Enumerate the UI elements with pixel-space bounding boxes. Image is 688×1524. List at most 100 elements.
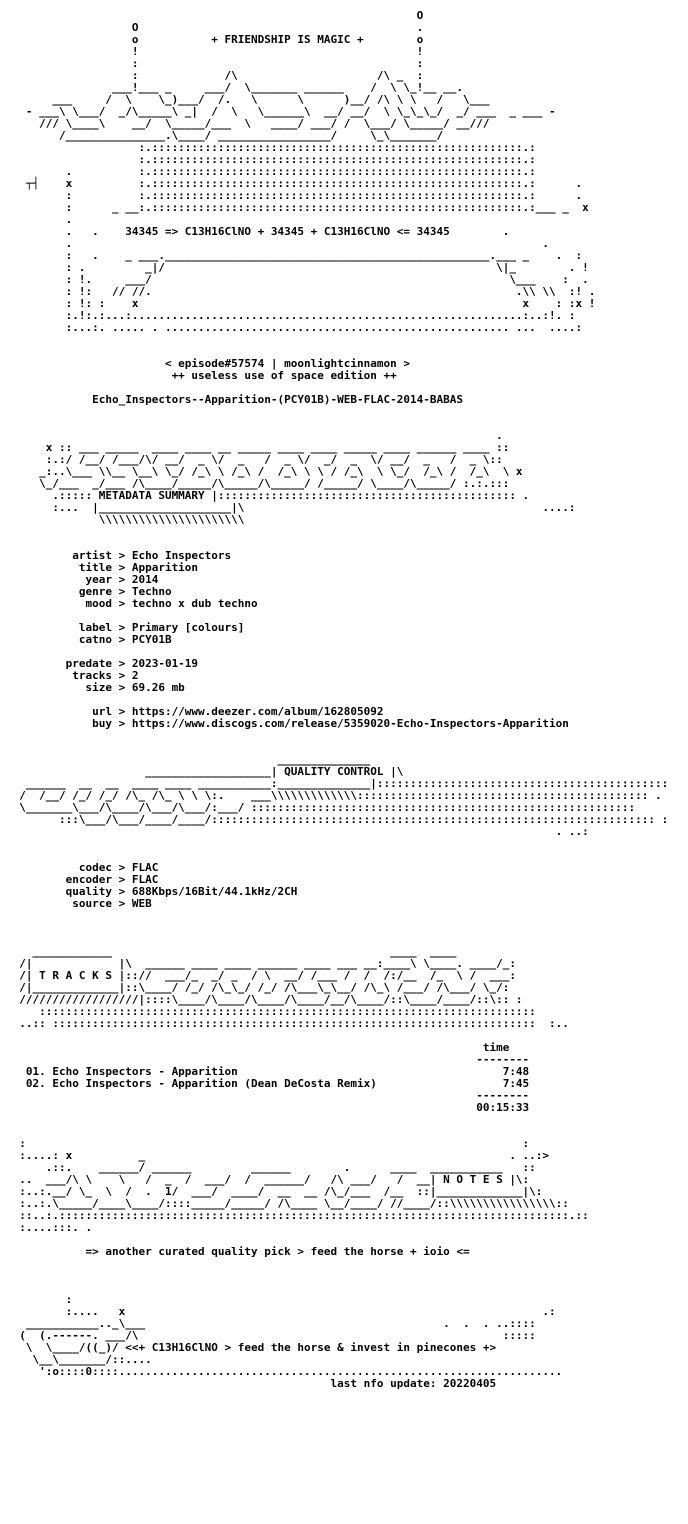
nfo-line [6,730,668,742]
nfo-line: \_/___ _/___ /\____/_____/\_____/\_____/… [6,477,510,490]
nfo-line [6,526,668,538]
nfo-line: ___!___ _ ___/ \_______ ______ / \ \_!__… [6,81,463,94]
nfo-line: predate > 2023-01-19 [6,657,199,670]
nfo-line: : !: // //. .\\ \\ :! . [6,285,596,298]
nfo-line [6,1258,668,1270]
nfo-line: codec > FLAC [6,861,159,874]
nfo-line: : :.::::::::::::::::::::::::::::::::::::… [6,189,583,202]
nfo-line: catno > PCY01B [6,633,172,646]
nfo-line: ___ / \ \_)___/ /. \ \ )__/ /\ \ \ / \__… [6,93,490,106]
nfo-line: ..:: :::::::::::::::::::::::::::::::::::… [6,1017,569,1030]
nfo-line: ┬┤ x :.:::::::::::::::::::::::::::::::::… [6,177,583,190]
nfo-line: :...:. ..... . .........................… [6,321,583,334]
nfo-line: ++ useless use of space edition ++ [6,369,397,382]
nfo-line: :.::::::::::::::::::::::::::::::::::::::… [6,141,536,154]
nfo-line: url > https://www.deezer.com/album/16280… [6,705,384,718]
nfo-line: :... |____________________|\ ....: [6,501,576,514]
nfo-line: o + FRIENDSHIP IS MAGIC + o [6,33,424,46]
nfo-line: title > Apparition [6,561,199,574]
nfo-line: ':o::::0::::............................… [6,1365,563,1378]
nfo-line [6,1270,668,1282]
nfo-line: . [6,429,503,442]
nfo-line: \\\\\\\\\\\\\\\\\\\\\\ [6,513,245,526]
nfo-line: ____________ ____ ____ [6,945,457,958]
nfo-line: . . 34345 => C13H16ClNO + 34345 + C13H16… [6,225,510,238]
nfo-line: artist > Echo Inspectors [6,549,232,562]
nfo-line: . :.::::::::::::::::::::::::::::::::::::… [6,165,536,178]
nfo-line: :.!:.:...:..............................… [6,309,576,322]
nfo-line: quality > 688Kbps/16Bit/44.1kHz/2CH [6,885,298,898]
nfo-line: Echo_Inspectors--Apparition-(PCY01B)-WEB… [6,393,463,406]
nfo-line: . [6,213,73,226]
nfo-line [6,406,668,418]
nfo-line: /| |\ ______ ____ ____ ______ ____ ___ _… [6,957,516,970]
nfo-line: source > WEB [6,897,152,910]
nfo-line: ______ __ __ ____ ____ ___________:_____… [6,777,669,790]
nfo-line [6,1282,668,1294]
nfo-line: x :: ___ _____ ____ ____ __ _____ ____ _… [6,441,516,454]
nfo-line: /_______________.\____/ ________________… [6,129,444,142]
nfo-line: /// \____\ __/ \_____/___ \ ____/ ___/ /… [6,117,490,130]
nfo-line: _:..\___ \\__ \__\ \_/ /_\ \ /_\ / /_\ \… [6,465,523,478]
nfo-line: mood > techno x dub techno [6,597,258,610]
nfo-line: :.... x .: [6,1305,556,1318]
nfo-line: .. ___/\ \ \ / _ / ___/ / ______/ /\ ___… [6,1173,530,1186]
nfo-line: .::. ______/ ______ ______ . ____ ______… [6,1161,536,1174]
nfo-line: => another curated quality pick > feed t… [6,1245,470,1258]
nfo-line: ___________.._\___ . . . ..:::: [6,1317,536,1330]
nfo-line: ______________ [6,753,371,766]
nfo-line: O [6,9,424,22]
nfo-line: /|_____________|::\____/ /_/ /\_\_/ /_/ … [6,981,510,994]
nfo-line: O . [6,21,424,34]
nfo-line: : !: : x x : :x ! [6,297,596,310]
nfo-line: \__\_______/::.... [6,1353,152,1366]
nfo-line: -------- [6,1053,530,1066]
nfo-line: year > 2014 [6,573,159,586]
nfo-line: . . [6,237,550,250]
nfo-line: : !. ___/ \___ : . [6,273,589,286]
nfo-line: - ___\ \___/ _/\_____\ _| / \ \______\ _… [6,105,556,118]
nfo-line: encoder > FLAC [6,873,159,886]
nfo-line [6,922,668,934]
nfo-line: ::::::::::::::::::::::::::::::::::::::::… [6,1005,536,1018]
nfo-text-art: O O . o + FRIENDSHIP IS MAGIC + o ! ! [6,10,668,1390]
nfo-line: :....:::. . [6,1221,569,1234]
nfo-line: 00:15:33 [6,1101,530,1114]
nfo-line: last nfo update: 20220405 [6,1377,497,1390]
nfo-line: : [6,1293,73,1306]
nfo-line: .::::: METADATA SUMMARY |:::::::::::::::… [6,489,530,502]
nfo-line: / /__/ /_/ /_/ /\_ /\_ \ \ \:. ___\\\\\\… [6,789,662,802]
nfo-line: \_______\___/\____/\___/\___/:___/ :::::… [6,801,642,814]
nfo-line: ___________________| QUALITY CONTROL |\ [6,765,404,778]
nfo-line: 01. Echo Inspectors - Apparition 7:48 [6,1065,530,1078]
nfo-line: -------- [6,1089,530,1102]
nfo-line: : /\ /\ _ : [6,69,424,82]
nfo-line: ( (.------. ___/\ ::::: [6,1329,536,1342]
nfo-line: :..:.__/ \_ \ / . 1/ ___/ ____/ __ __ /\… [6,1185,543,1198]
nfo-line: label > Primary [colours] [6,621,245,634]
nfo-line: /| T R A C K S |::// ___/_ _/ _ / \ __/ … [6,969,516,982]
nfo-line: 02. Echo Inspectors - Apparition (Dean D… [6,1077,530,1090]
nfo-line: < episode#57574 | moonlightcinnamon > [6,357,410,370]
nfo-line: : : [6,57,424,70]
nfo-line: : . _ ___.______________________________… [6,249,583,262]
nfo-line: :.::::::::::::::::::::::::::::::::::::::… [6,153,536,166]
nfo-line: ::..:.::::::::::::::::::::::::::::::::::… [6,1209,589,1222]
nfo-line: size > 69.26 mb [6,681,185,694]
nfo-line: : : [6,1137,530,1150]
nfo-line: :.:/ /__/ /___/\/ __/ _ \/ _ / _ \/ _/ _… [6,453,503,466]
nfo-line [6,910,668,922]
nfo-line: : _ __:.::::::::::::::::::::::::::::::::… [6,201,589,214]
nfo-line: time [6,1041,510,1054]
nfo-line: genre > Techno [6,585,172,598]
nfo-line [6,838,668,850]
nfo-line: :....: x _ . ..:> [6,1149,550,1162]
nfo-line: . ..: [6,825,589,838]
nfo-line: tracks > 2 [6,669,139,682]
nfo-line [6,334,668,346]
nfo-line: buy > https://www.discogs.com/release/53… [6,717,569,730]
nfo-line: ! ! [6,45,424,58]
nfo-line: :::\___/\___/____/____/:::::::::::::::::… [6,813,669,826]
nfo-line: \ \____/((_)/ <<+ C13H16ClNO > feed the … [6,1341,497,1354]
nfo-line: : . _|/ \|_ . ! [6,261,589,274]
